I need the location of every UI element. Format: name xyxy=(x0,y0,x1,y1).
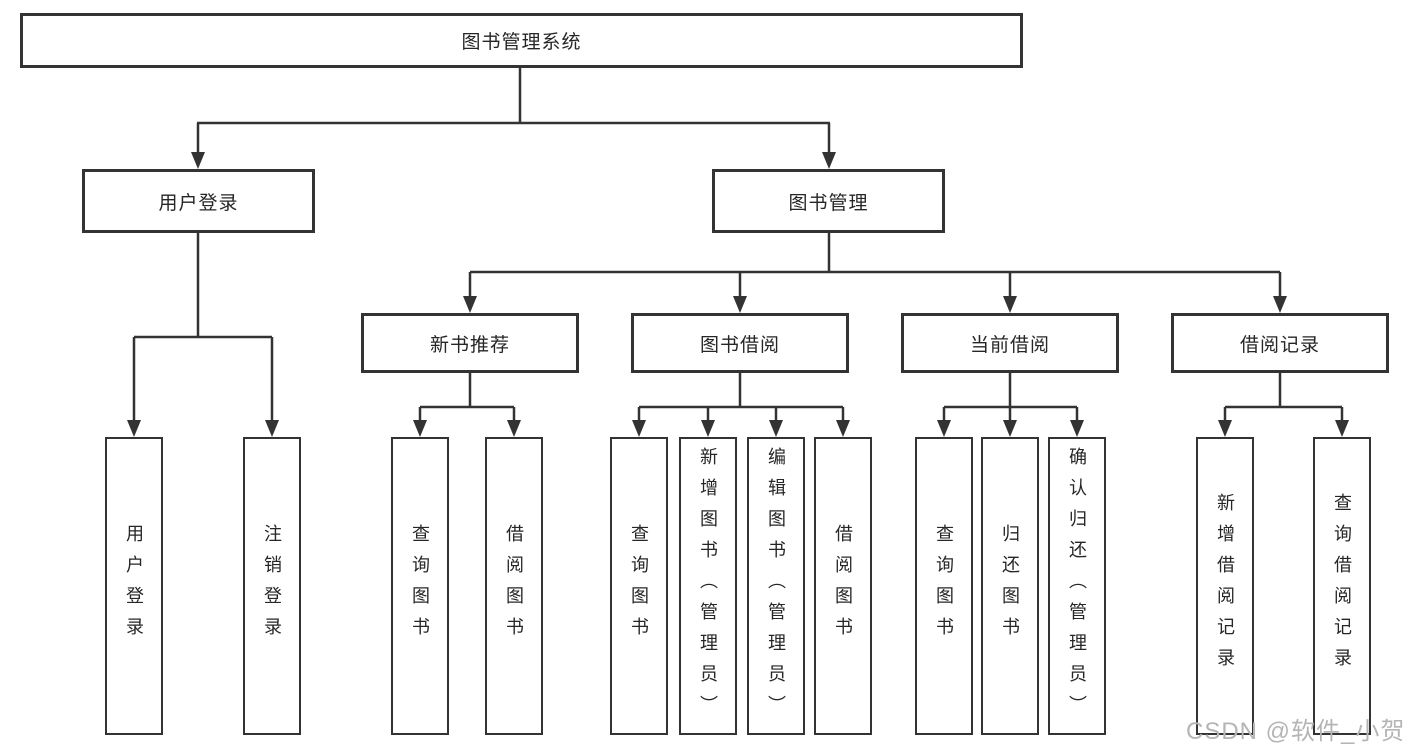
arrow-down-icon xyxy=(1335,420,1349,437)
edge-new-book-to-leaves xyxy=(418,373,516,423)
arrow-down-icon xyxy=(1070,420,1084,437)
node-borrow-records: 借阅记录 xyxy=(1171,313,1389,373)
arrow-down-icon xyxy=(1003,296,1017,313)
node-label: 用户登录 xyxy=(158,192,239,214)
node-book-management: 图书管理 xyxy=(712,169,945,233)
node-label: 编辑图书（管理员） xyxy=(766,446,786,726)
arrow-down-icon xyxy=(701,420,715,437)
csdn-watermark: CSDN @软件_小贺同学 xyxy=(1186,718,1405,745)
node-label: 借阅记录 xyxy=(1239,334,1320,356)
node-current-borrow: 当前借阅 xyxy=(901,313,1119,373)
node-label: 用户登录 xyxy=(124,524,144,648)
node-label: 新书推荐 xyxy=(429,334,510,356)
leaf-confirm-return-admin: 确认归还（管理员） xyxy=(1048,437,1106,735)
node-library-management-system: 图书管理系统 xyxy=(20,13,1023,68)
arrow-down-icon xyxy=(191,152,205,169)
edge-user-login-to-leaves xyxy=(132,233,274,423)
leaf-borrow-books: 借阅图书 xyxy=(814,437,872,735)
node-book-borrow: 图书借阅 xyxy=(631,313,849,373)
node-label: 图书管理系统 xyxy=(461,32,582,53)
arrow-down-icon xyxy=(1003,420,1017,437)
edge-current-borrow-to-leaves xyxy=(942,373,1079,423)
edge-book-management-to-level3 xyxy=(468,233,1282,299)
arrow-down-icon xyxy=(1273,296,1287,313)
arrow-down-icon xyxy=(632,420,646,437)
node-label: 借阅图书 xyxy=(504,524,524,648)
edge-user-login-arrowheads xyxy=(127,420,279,437)
node-user-login: 用户登录 xyxy=(82,169,315,233)
edge-book-borrow-to-leaves xyxy=(637,373,845,423)
arrow-down-icon xyxy=(463,296,477,313)
node-label: 查询图书 xyxy=(410,524,430,648)
node-label: 借阅图书 xyxy=(833,524,853,648)
node-label: 图书借阅 xyxy=(699,334,780,356)
node-new-book-recommend: 新书推荐 xyxy=(361,313,579,373)
arrow-down-icon xyxy=(127,420,141,437)
leaf-query-books-current: 查询图书 xyxy=(915,437,973,735)
arrow-down-icon xyxy=(822,152,836,169)
arrow-down-icon xyxy=(769,420,783,437)
leaf-query-books-recommend: 查询图书 xyxy=(391,437,449,735)
leaf-logout-login: 注销登录 xyxy=(243,437,301,735)
leaf-edit-books-admin: 编辑图书（管理员） xyxy=(747,437,805,735)
leaf-user-login: 用户登录 xyxy=(105,437,163,735)
node-label: 注销登录 xyxy=(262,524,282,648)
arrow-down-icon xyxy=(413,420,427,437)
arrow-down-icon xyxy=(265,420,279,437)
edge-borrow-record-to-leaves xyxy=(1223,373,1344,423)
leaf-return-books: 归还图书 xyxy=(981,437,1039,735)
arrow-down-icon xyxy=(937,420,951,437)
leaf-add-books-admin: 新增图书（管理员） xyxy=(679,437,737,735)
leaf-query-borrow-record: 查询借阅记录 xyxy=(1313,437,1371,735)
arrow-down-icon xyxy=(1218,420,1232,437)
edge-root-to-level2-arrowheads xyxy=(191,152,836,169)
leaf-query-books-borrow: 查询图书 xyxy=(610,437,668,735)
node-label: 查询借阅记录 xyxy=(1332,493,1352,679)
edge-book-management-arrowheads xyxy=(463,296,1287,313)
arrow-down-icon xyxy=(507,420,521,437)
node-label: 归还图书 xyxy=(1000,524,1020,648)
leaf-add-borrow-record: 新增借阅记录 xyxy=(1196,437,1254,735)
node-label: 查询图书 xyxy=(629,524,649,648)
node-label: 新增图书（管理员） xyxy=(698,446,718,726)
arrow-down-icon xyxy=(733,296,747,313)
arrow-down-icon xyxy=(836,420,850,437)
node-label: 新增借阅记录 xyxy=(1215,493,1235,679)
node-label: 确认归还（管理员） xyxy=(1067,446,1087,726)
leaf-borrow-books-recommend: 借阅图书 xyxy=(485,437,543,735)
node-label: 图书管理 xyxy=(788,192,869,214)
node-label: 当前借阅 xyxy=(969,334,1050,356)
node-label: 查询图书 xyxy=(934,524,954,648)
edge-root-to-level2 xyxy=(196,68,831,156)
leaf-arrowheads xyxy=(413,420,1349,437)
